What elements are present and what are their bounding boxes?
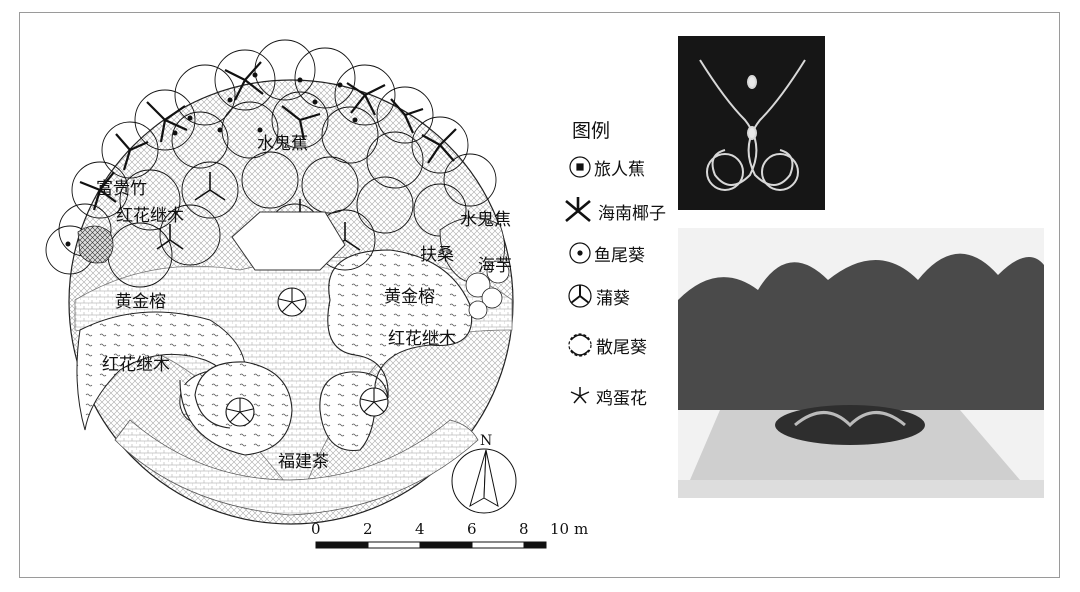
- palm-fronds: [79, 61, 457, 211]
- scale-tick: 4: [415, 520, 425, 538]
- label-shuiguijiao-top: 水鬼蕉: [257, 134, 308, 154]
- scale-tick: 2: [363, 520, 373, 538]
- label-fuguizhu: 富贵竹: [96, 179, 147, 199]
- scale-tick: 8: [519, 520, 529, 538]
- fujiancha-bed: [114, 419, 479, 516]
- legend-label: 鱼尾葵: [594, 245, 645, 266]
- north-arrow: [451, 448, 517, 514]
- crosshatch-patch: [77, 225, 114, 264]
- legend-item-frangipani: 鸡蛋花: [594, 381, 647, 411]
- label-hjr-left: 黄金榕: [115, 292, 166, 312]
- label-haiyu: 海芋: [478, 256, 512, 276]
- label-hhjm-left: 红花继木: [102, 355, 170, 375]
- label-fujiancha: 福建茶: [278, 452, 329, 472]
- figure-frame: [19, 12, 1060, 578]
- label-hhjm-left-top: 红花继木: [116, 206, 184, 226]
- legend-label: 旅人蕉: [594, 159, 645, 180]
- label-shuiguijiao-right: 水鬼焦: [460, 210, 511, 230]
- legend-item-traveler-palm: 旅人蕉: [592, 152, 645, 182]
- legend-label: 海南椰子: [598, 203, 666, 224]
- parterre-pattern-graphic: [699, 59, 806, 191]
- fan-palm-planters: [225, 287, 389, 427]
- label-hjr-right: 黄金榕: [384, 287, 435, 307]
- legend-symbols: [565, 156, 592, 404]
- label-hhjm-right: 红花继木: [388, 329, 456, 349]
- scale-tick: 10: [550, 520, 570, 538]
- legend-label: 蒲葵: [596, 288, 630, 309]
- central-hexagon: [231, 211, 346, 271]
- legend-item-scattered-tail-palm: 散尾葵: [594, 330, 647, 360]
- legend-item-fan-palm: 蒲葵: [594, 281, 630, 311]
- legend-item-coconut-palm: 海南椰子: [596, 196, 666, 226]
- tree-canopy: [45, 39, 497, 288]
- scale-bar: [315, 541, 547, 549]
- scale-tick: 6: [467, 520, 477, 538]
- north-label: N: [480, 433, 493, 449]
- label-fusang: 扶桑: [420, 245, 454, 265]
- scale-tick: 0: [311, 520, 321, 538]
- legend-label: 散尾葵: [596, 337, 647, 358]
- traveler-palm-dots: [65, 72, 358, 247]
- swirl-right: [319, 249, 473, 452]
- legend-label: 鸡蛋花: [596, 388, 647, 409]
- scale-unit: m: [574, 520, 589, 538]
- shrub-cluster: [465, 260, 510, 320]
- legend-item-fishtail-palm: 鱼尾葵: [592, 238, 645, 268]
- legend-title: 图例: [572, 120, 611, 142]
